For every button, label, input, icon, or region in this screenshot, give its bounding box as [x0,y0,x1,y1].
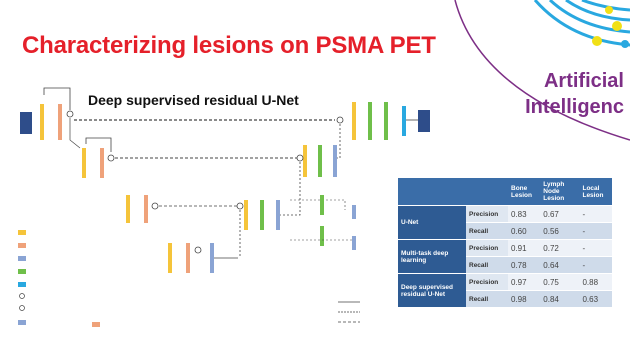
table-row: U-Net Precision 0.83 0.67 - [398,205,612,240]
local-value: - [579,205,612,223]
method-cell: Deep supervised residual U-Net [398,273,466,308]
lymph-value: 0.75 [540,273,580,291]
results-table: Bone Lesion Lymph Node Lesion Local Lesi… [398,178,612,308]
slide-title: Characterizing lesions on PSMA PET [22,32,436,59]
table-row: Recall 0.60 0.56 - [398,222,612,240]
metric-cell: Precision [466,273,508,291]
table-header-lymph: Lymph Node Lesion [540,178,580,206]
local-value: 0.88 [579,273,612,291]
local-value: - [579,239,612,257]
table-header-local: Local Lesion [579,178,612,206]
bone-value: 0.78 [508,256,541,274]
branding-line-1: Artificial [543,70,624,92]
output-block [418,110,430,132]
local-value: - [579,222,612,240]
metric-cell: Recall [466,290,508,308]
table-row: Recall 0.98 0.84 0.63 [398,290,612,308]
table-header-bone: Bone Lesion [508,178,541,206]
metric-cell: Precision [466,205,508,223]
local-value: 0.63 [579,290,612,308]
diagram-legend [18,230,100,327]
lymph-value: 0.56 [540,222,580,240]
metric-cell: Precision [466,239,508,257]
lymph-value: 0.67 [540,205,580,223]
table-row: Multi-task deep learning Precision 0.91 … [398,239,612,274]
branding-line-2: Intelligenc [525,96,624,118]
input-block [20,112,32,134]
circuit-icon [533,0,630,48]
table-header-cell [466,178,508,206]
diagram-title: Deep supervised residual U-Net [88,92,299,108]
bone-value: 0.98 [508,290,541,308]
local-value: - [579,256,612,274]
bone-value: 0.83 [508,205,541,223]
residual-block [58,104,62,140]
lymph-value: 0.84 [540,290,580,308]
metric-cell: Recall [466,222,508,240]
method-cell: Multi-task deep learning [398,239,466,274]
table-row: Recall 0.78 0.64 - [398,256,612,274]
lymph-value: 0.64 [540,256,580,274]
lymph-value: 0.72 [540,239,580,257]
bone-value: 0.91 [508,239,541,257]
method-cell: U-Net [398,205,466,240]
table-header-cell [398,178,466,206]
conv-block [40,104,44,140]
table-row: Deep supervised residual U-Net Precision… [398,273,612,308]
bone-value: 0.60 [508,222,541,240]
metric-cell: Recall [466,256,508,274]
bone-value: 0.97 [508,273,541,291]
table-header-row: Bone Lesion Lymph Node Lesion Local Lesi… [398,178,612,206]
